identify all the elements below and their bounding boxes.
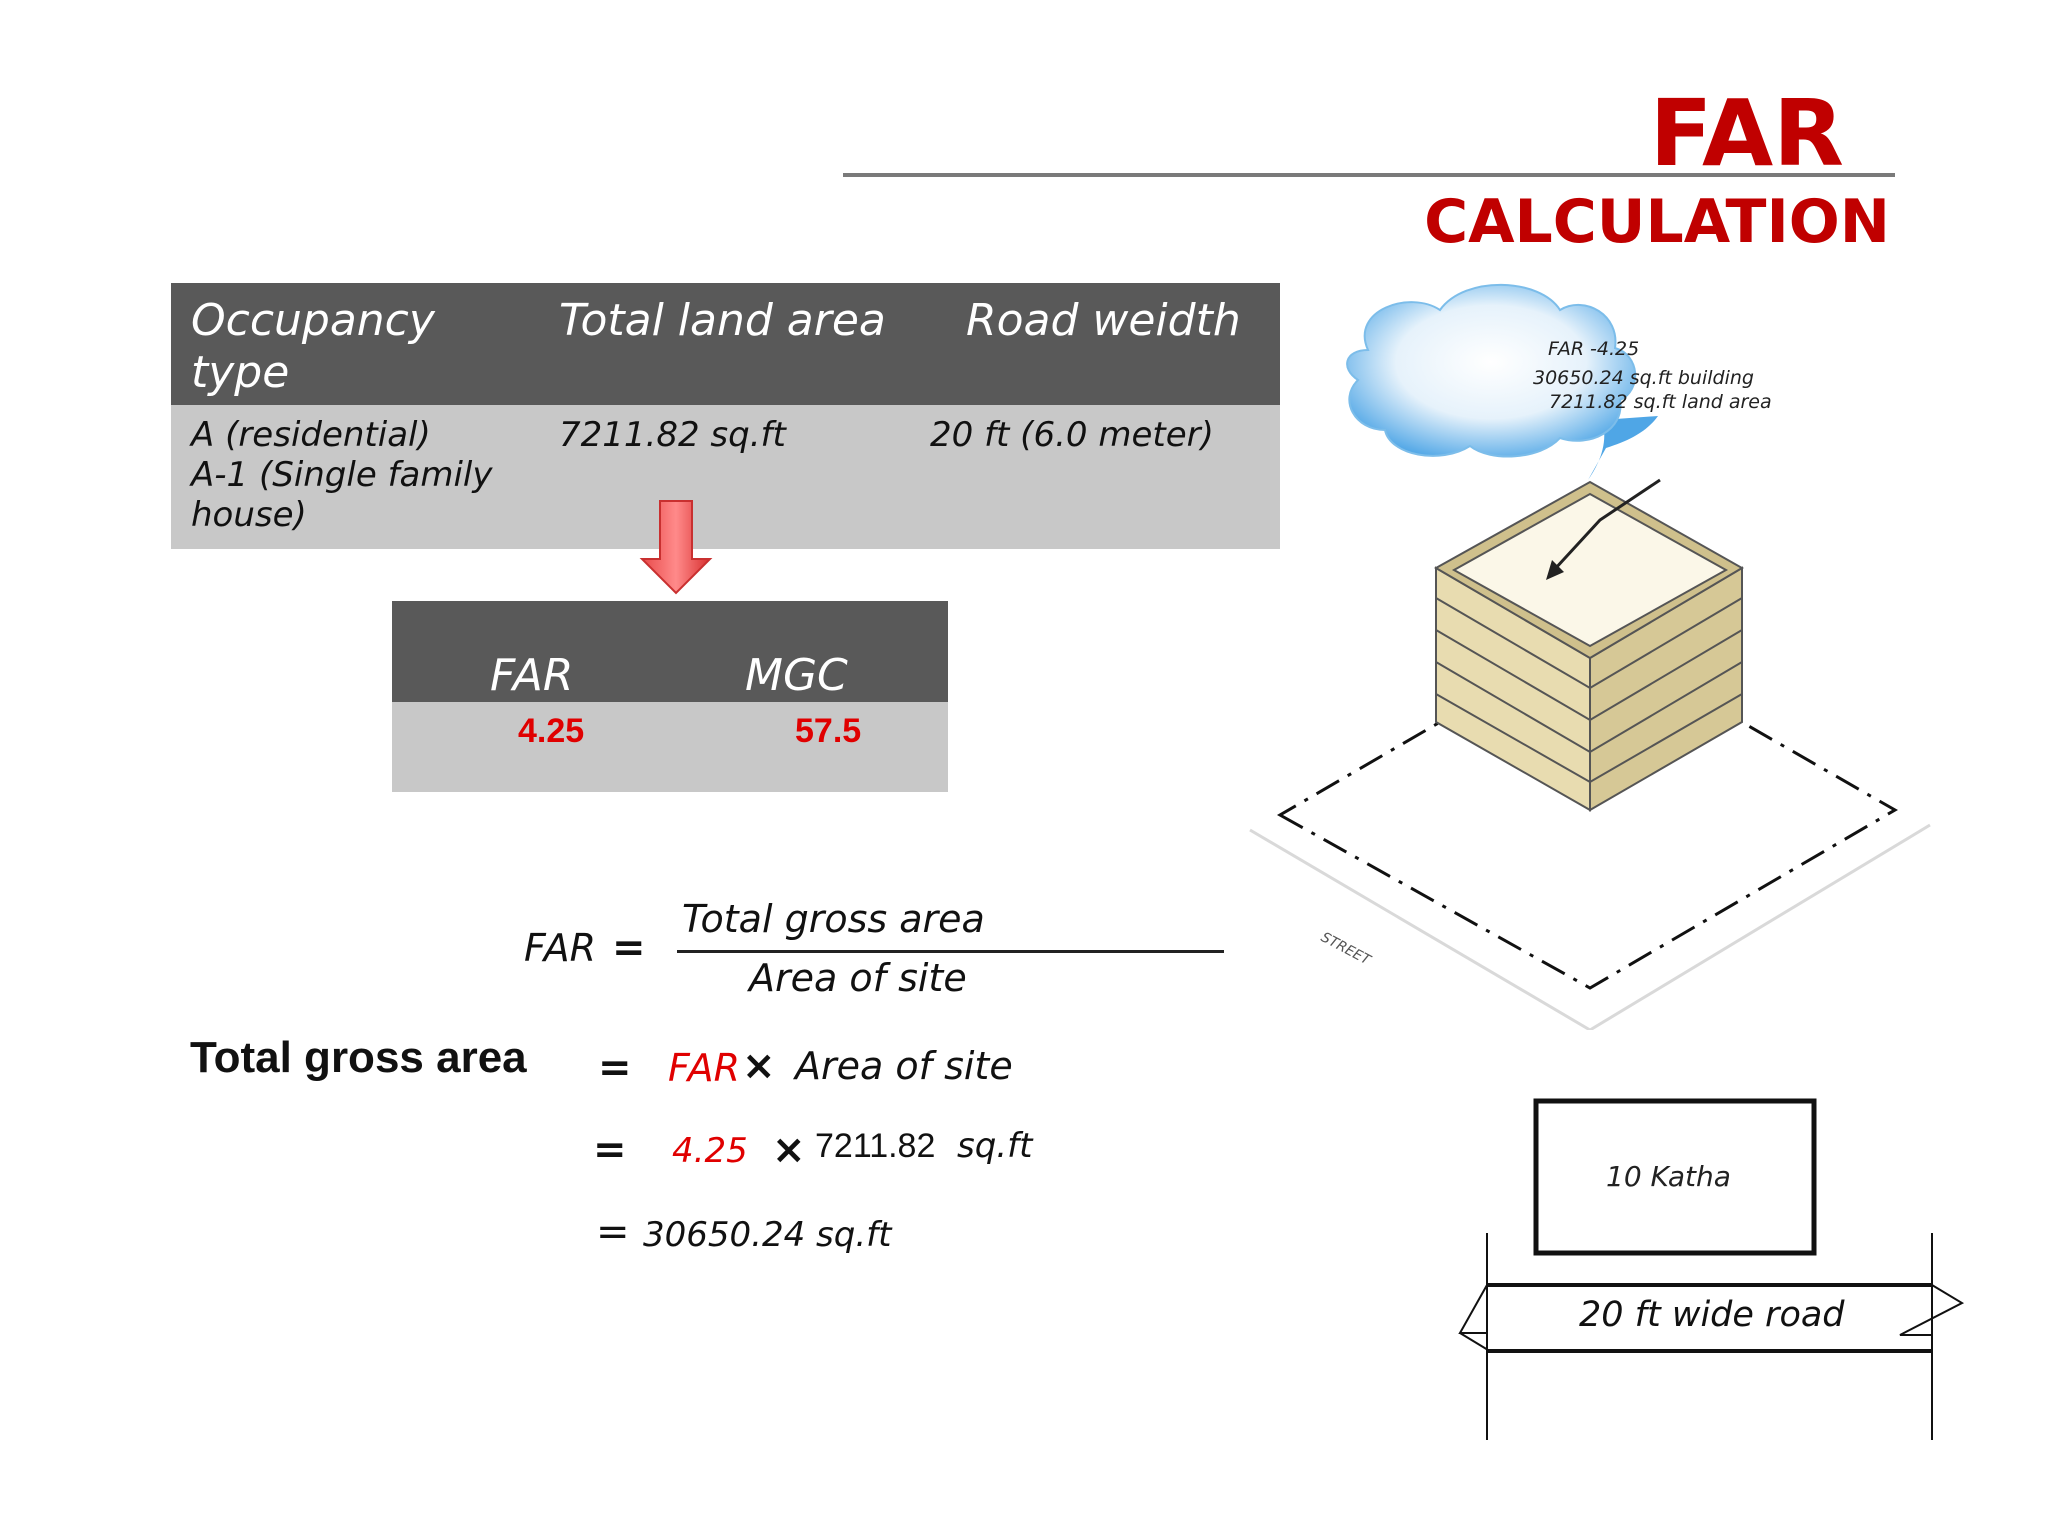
cloud-building-area: 30650.24 sq.ft building — [1533, 367, 1754, 389]
page-title: FAR — [1649, 80, 1844, 187]
formula2-far: FAR — [668, 1046, 741, 1090]
occupancy-table: Occupancy type Total land area Road weid… — [171, 283, 1280, 549]
far-mgc-row — [392, 702, 948, 792]
street-label: STREET — [1318, 929, 1374, 969]
formula-far-lhs: FAR — [524, 926, 597, 970]
cell-road-width: 20 ft (6.0 meter) — [930, 415, 1214, 455]
header-far: FAR — [490, 650, 574, 701]
formula2-equals: = — [598, 1045, 632, 1091]
site-boundary — [1276, 633, 1898, 990]
value-far: 4.25 — [518, 712, 585, 750]
formula4-equals: = — [596, 1209, 630, 1255]
occupancy-table-header: Occupancy type Total land area Road weid… — [171, 283, 1280, 405]
formula-denominator: Area of site — [749, 956, 967, 1000]
far-mgc-table: FAR MGC 4.25 57.5 — [392, 601, 948, 792]
multiply-icon: × — [772, 1127, 806, 1173]
road-label: 20 ft wide road — [1579, 1295, 1845, 1335]
formula4-result: 30650.24 sq.ft — [643, 1215, 892, 1255]
header-road-width: Road weidth — [966, 295, 1241, 346]
formula-far-equals: = — [612, 925, 646, 971]
plot-box — [1533, 1098, 1817, 1256]
far-mgc-header — [392, 601, 948, 702]
cloud-land-area: 7211.82 sq.ft land area — [1549, 391, 1772, 413]
fraction-line — [677, 950, 1224, 953]
value-mgc: 57.5 — [795, 712, 862, 750]
down-arrow-icon — [639, 500, 713, 595]
site-plan-diagram — [1458, 1098, 1965, 1440]
header-occupancy-type: Occupancy type — [191, 295, 435, 398]
header-mgc: MGC — [745, 650, 848, 701]
cell-land-area: 7211.82 sq.ft — [559, 415, 786, 455]
header-total-land-area: Total land area — [559, 295, 886, 346]
formula3-far-value: 4.25 — [672, 1131, 748, 1171]
cell-occupancy: A (residential) A-1 (Single family house… — [191, 415, 493, 535]
formula-numerator: Total gross area — [682, 897, 985, 941]
plot-label: 10 Katha — [1606, 1160, 1731, 1193]
total-gross-area-label: Total gross area — [190, 1033, 527, 1082]
multiply-icon: × — [742, 1043, 776, 1089]
occupancy-table-row: A (residential) A-1 (Single family house… — [171, 405, 1280, 549]
formula3-area-value: 7211.82 — [815, 1127, 936, 1165]
building-illustration: STREET — [1249, 283, 1931, 1030]
building — [1433, 480, 1744, 812]
header-divider — [843, 173, 1895, 177]
formula3-equals: = — [593, 1127, 627, 1173]
formula3-unit: sq.ft — [957, 1126, 1033, 1166]
formula2-area: Area of site — [795, 1044, 1013, 1088]
cloud-callout — [1346, 283, 1661, 580]
page-subtitle: CALCULATION — [1424, 187, 1890, 257]
cloud-far: FAR -4.25 — [1548, 338, 1640, 360]
